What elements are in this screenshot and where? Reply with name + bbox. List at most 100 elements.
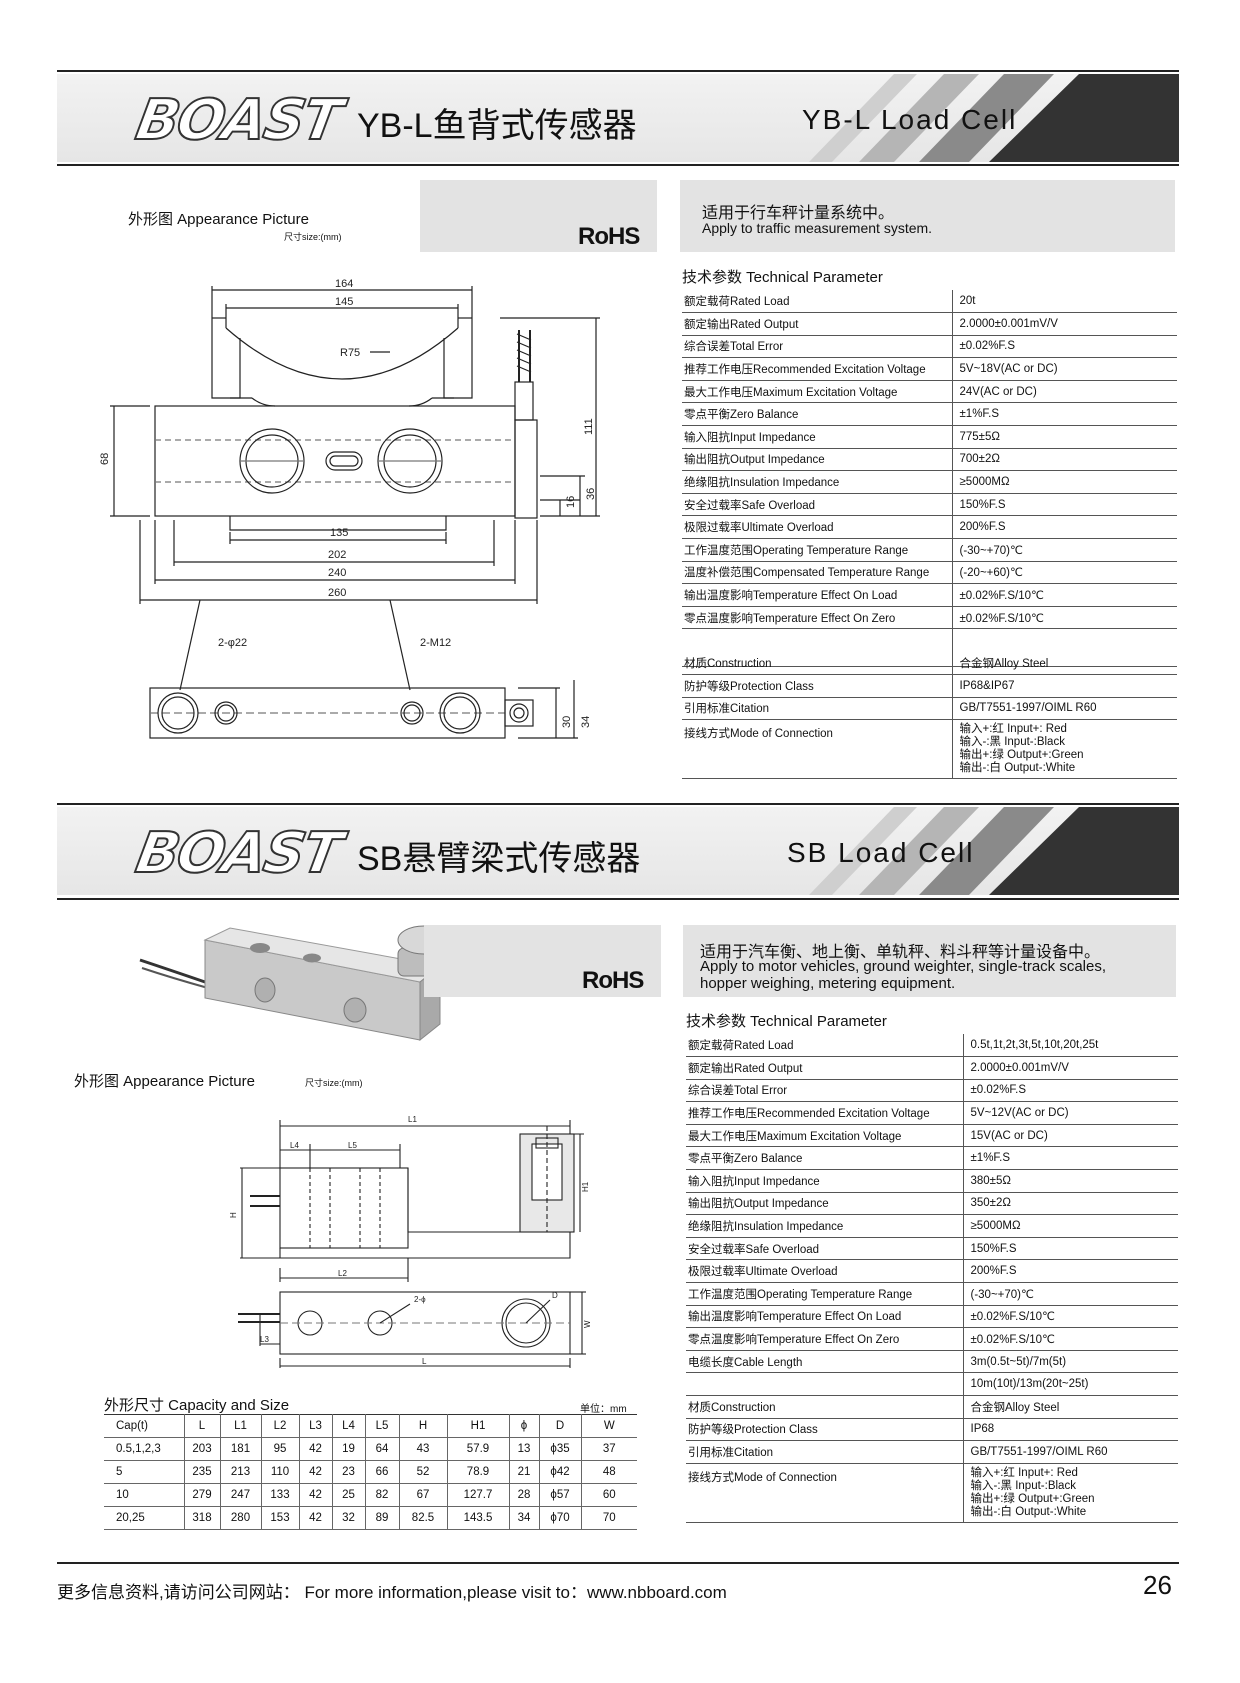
param-value: 380±5Ω <box>962 1169 1178 1193</box>
param-value: IP68 <box>962 1418 1178 1442</box>
yb-dim-164: 164 <box>335 278 353 290</box>
sb-conn-line: 输出-:白 Output-:White <box>970 1505 1087 1518</box>
param-value: 2.0000±0.001mV/V <box>962 1056 1178 1080</box>
capacity-cell: 13 <box>508 1437 540 1461</box>
param-row: 输出温度影响Temperature Effect On Load±0.02%F.… <box>686 1305 1178 1329</box>
sb-dim-l2: L2 <box>338 1269 347 1278</box>
yb-desc-en: Apply to traffic measurement system. <box>702 220 933 236</box>
footer-rule <box>57 1562 1179 1564</box>
capacity-cell: 10 <box>104 1483 185 1507</box>
param-value: 350±2Ω <box>962 1192 1178 1216</box>
capacity-cell: 66 <box>364 1460 400 1484</box>
capacity-header: D <box>538 1414 582 1438</box>
sb-conn-line: 输出+:绿 Output+:Green <box>970 1492 1095 1505</box>
yb-dim-34: 34 <box>580 716 592 728</box>
yb-conn-line: 输入-:黑 Input-:Black <box>959 736 1065 749</box>
sb-rohs-mark: RoHS <box>582 967 644 994</box>
param-value: 200%F.S <box>962 1259 1178 1284</box>
param-value: 5V~12V(AC or DC) <box>962 1101 1178 1125</box>
param-value: 24V(AC or DC) <box>951 380 1177 404</box>
yb-title-cn: YB-L鱼背式传感器 <box>357 107 637 145</box>
param-label: 安全过载率Safe Overload <box>686 1237 963 1261</box>
yb-size-unit: 尺寸size:(mm) <box>284 232 342 242</box>
capacity-cell: 19 <box>331 1437 366 1461</box>
yb-dim-260: 260 <box>328 587 346 599</box>
sb-title-cn: SB悬臂梁式传感器 <box>357 840 641 878</box>
page-number: 26 <box>1143 1570 1172 1600</box>
param-label: 推荐工作电压Recommended Excitation Voltage <box>682 357 952 381</box>
yb-dim-r75: R75 <box>340 347 360 359</box>
param-value: GB/T7551-1997/OIML R60 <box>962 1440 1178 1464</box>
param-label: 引用标准Citation <box>686 1440 963 1464</box>
param-label: 最大工作电压Maximum Excitation Voltage <box>686 1124 963 1148</box>
param-label: 额定输出Rated Output <box>686 1056 963 1080</box>
param-label: 安全过载率Safe Overload <box>682 493 952 517</box>
sb-product-image <box>139 925 451 1042</box>
param-label: 综合误差Total Error <box>686 1079 963 1103</box>
sb-tech-title: 技术参数 Technical Parameter <box>686 1013 887 1030</box>
sb-dim-l4: L4 <box>290 1141 299 1150</box>
sb-appearance-label: 外形图 Appearance Picture <box>74 1073 255 1090</box>
param-label: 额定载荷Rated Load <box>682 290 952 314</box>
param-row: 绝缘阻抗Insulation Impedance≥5000MΩ <box>682 470 1177 494</box>
param-label: 防护等级Protection Class <box>686 1418 963 1442</box>
capacity-header: ϕ <box>508 1414 540 1438</box>
param-label: 极限过载率Ultimate Overload <box>682 515 952 540</box>
param-label: 零点平衡Zero Balance <box>686 1146 963 1171</box>
capacity-cell: ϕ42 <box>538 1460 582 1484</box>
param-value: ±0.02%F.S/10℃ <box>951 583 1177 607</box>
yb-connection-label: 接线方式Mode of Connection <box>682 719 952 780</box>
footer-website-text[interactable]: 更多信息资料,请访问公司网站： For more information,ple… <box>57 1583 727 1602</box>
param-value: 150%F.S <box>951 493 1177 517</box>
sb-dim-l5: L5 <box>348 1141 357 1150</box>
capacity-cell: 82.5 <box>398 1506 448 1530</box>
param-value: (-30~+70)℃ <box>962 1282 1178 1306</box>
param-value: ≥5000MΩ <box>951 470 1177 494</box>
capacity-header: L3 <box>298 1414 333 1438</box>
param-value: 合金钢Alloy Steel <box>962 1395 1178 1419</box>
param-value: ±0.02%F.S/10℃ <box>962 1327 1178 1351</box>
sb-desc-en-1: Apply to motor vehicles, ground weighter… <box>700 958 1107 975</box>
sb-conn-line: 输入-:黑 Input-:Black <box>970 1479 1076 1492</box>
param-label: 工作温度范围Operating Temperature Range <box>686 1282 963 1306</box>
sb-cable-label: 电缆长度Cable Length <box>686 1350 963 1374</box>
sb-drawing: L1 L4 L5 H H1 L2 2-ϕ D L3 W L <box>229 1115 592 1368</box>
param-row: 综合误差Total Error±0.02%F.S <box>686 1079 1178 1103</box>
param-label: 最大工作电压Maximum Excitation Voltage <box>682 380 952 404</box>
capacity-cell: 82 <box>364 1483 400 1507</box>
param-value: ≥5000MΩ <box>962 1214 1178 1238</box>
sb-desc-cn: 适用于汽车衡、地上衡、单轨秤、料斗秤等计量设备中。 <box>700 944 1101 961</box>
yb-desc-cn: 适用于行车秤计量系统中。 <box>702 205 895 222</box>
yb-dim-135: 135 <box>330 527 348 539</box>
param-value: ±0.02%F.S <box>962 1079 1178 1103</box>
capacity-cell: 133 <box>260 1483 300 1507</box>
capacity-cell: 28 <box>508 1483 540 1507</box>
param-label: 零点温度影响Temperature Effect On Zero <box>682 606 952 630</box>
sb-cable-value-1: 3m(0.5t~5t)/7m(5t) <box>962 1350 1178 1374</box>
sb-dim-l: L <box>422 1357 427 1366</box>
capacity-cell: 67 <box>398 1483 448 1507</box>
yb-conn-line: 输出+:绿 Output+:Green <box>959 749 1084 762</box>
yb-appearance-label: 外形图 Appearance Picture <box>128 211 309 228</box>
param-value: ±0.02%F.S/10℃ <box>951 606 1177 630</box>
param-row: 工作温度范围Operating Temperature Range(-30~+7… <box>686 1282 1178 1306</box>
capacity-cell: 153 <box>260 1506 300 1530</box>
sb-connection-label: 接线方式Mode of Connection <box>686 1463 963 1523</box>
yb-connection-values: 输入+:红 Input+: Red 输入-:黑 Input-:Black 输出+… <box>951 719 1177 780</box>
capacity-cell: 34 <box>508 1506 540 1530</box>
capacity-cell: 64 <box>364 1437 400 1461</box>
param-value: 15V(AC or DC) <box>962 1124 1178 1148</box>
param-value: ±0.02%F.S/10℃ <box>962 1305 1178 1329</box>
yb-title-en: YB-L Load Cell <box>802 104 1018 135</box>
sb-capacity-title: 外形尺寸 Capacity and Size <box>104 1397 290 1414</box>
